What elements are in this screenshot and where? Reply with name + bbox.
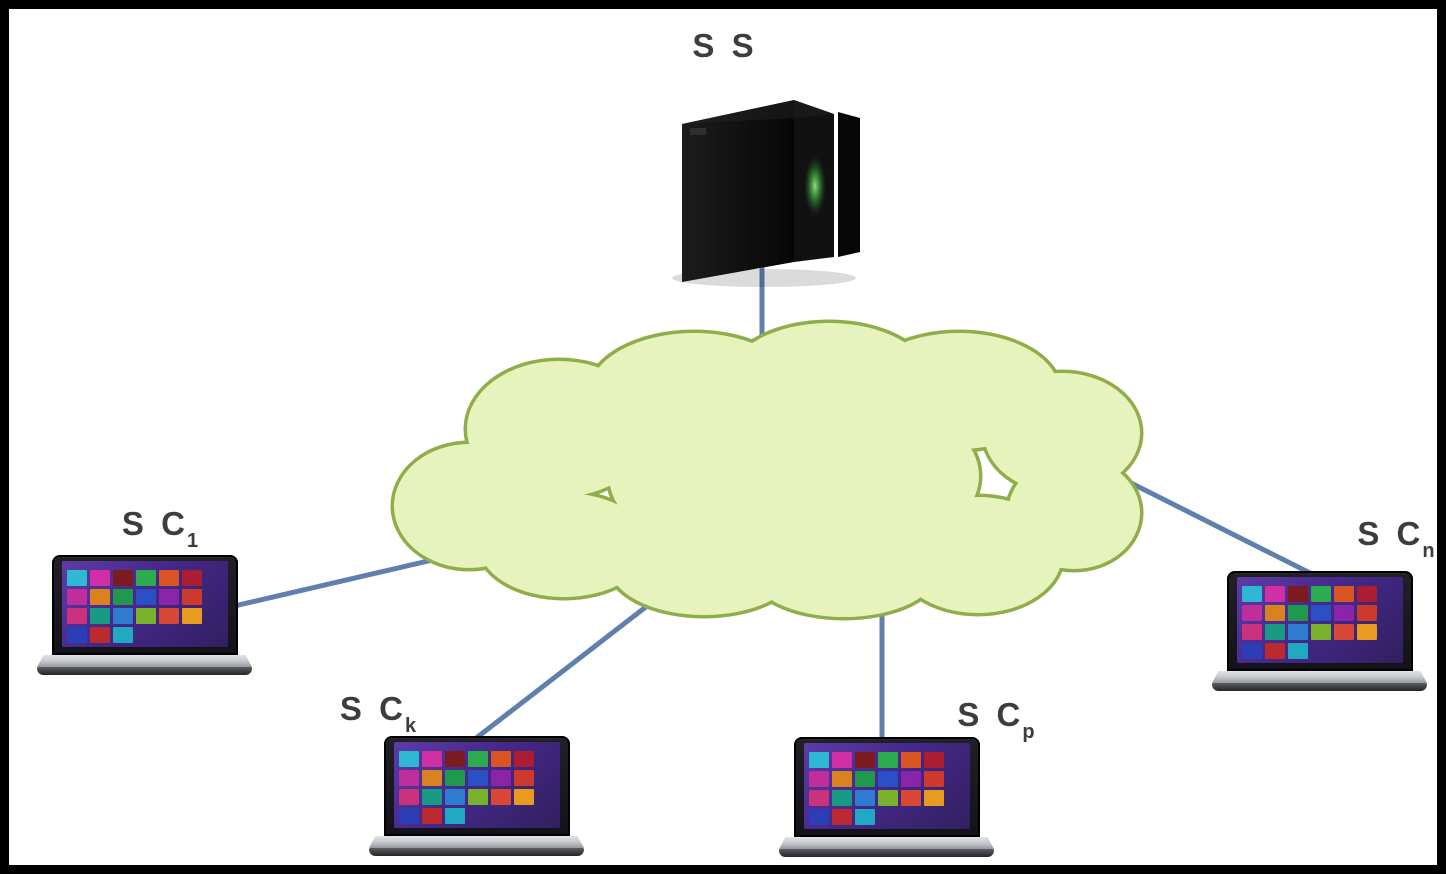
laptop-screen [793,737,980,837]
server-tower-icon [672,100,860,287]
start-screen-tiles [62,561,228,643]
laptop-base [37,667,252,675]
laptop-icon-clientk [369,736,584,856]
clientn-label: S Cn [1357,515,1435,562]
laptop-display [61,561,228,647]
laptop-deck [1212,671,1427,683]
laptop-deck [37,655,252,667]
laptop-icon-client1 [37,555,252,675]
edge-cloud-clientn [1117,474,1316,578]
laptop-icon-clientn [1212,571,1427,691]
clientk-label: S Ck [339,690,417,737]
start-screen-tiles [804,743,970,825]
laptop-display [803,743,970,829]
laptop-base [779,849,994,857]
laptop-screen [383,736,570,836]
clientp-label: S Cp [957,696,1035,743]
laptop-display [1236,577,1403,663]
edge-cloud-clientk [473,587,671,741]
laptop-deck [779,837,994,849]
laptop-base [1212,683,1427,691]
laptop-base [369,848,584,856]
laptop-deck [369,836,584,848]
client1-label: S C1 [121,505,199,552]
laptop-screen [51,555,238,655]
server-label: S S [692,27,758,64]
start-screen-tiles [1237,577,1403,659]
network-cloud-icon [394,323,1140,617]
start-screen-tiles [394,742,560,824]
laptop-screen [1226,571,1413,671]
diagram-canvas [216,100,1316,742]
laptop-icon-clientp [779,737,994,857]
edge-cloud-client1 [216,555,442,613]
laptop-display [393,742,560,828]
